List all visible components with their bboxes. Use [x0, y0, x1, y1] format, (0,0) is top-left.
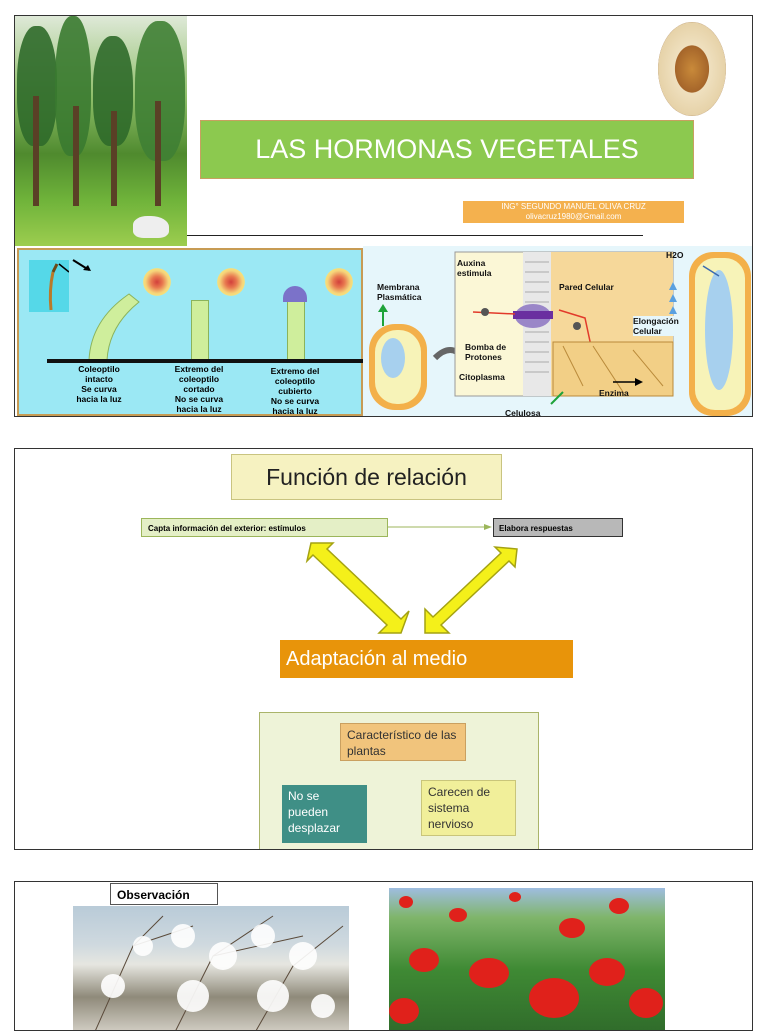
label-bomba-protones: Bomba de Protones	[465, 342, 507, 362]
slide-1: LAS HORMONAS VEGETALES ING° SEGUNDO MANU…	[14, 15, 753, 417]
label-pared-celular: Pared Celular	[559, 282, 614, 292]
ground-line	[47, 359, 367, 363]
sun-icon	[215, 266, 247, 298]
author-email: olivacruz1980@Gmail.com	[525, 212, 622, 221]
light-arrow-icon	[72, 259, 91, 271]
curved-coleoptile	[88, 293, 140, 361]
label-h2o: H2O	[666, 250, 684, 260]
author-name: ING° SEGUNDO MANUEL OLIVA CRUZ	[501, 202, 646, 211]
no-nervous-system-box: Carecen de sistema nervioso	[421, 780, 516, 836]
cannot-move-box: No se pueden desplazar	[282, 785, 367, 843]
label-intact: Coleoptilo intacto Se curva hacia la luz	[76, 364, 122, 404]
sun-icon	[323, 266, 355, 298]
response-box: Elabora respuestas	[493, 518, 623, 537]
covered-coleoptile	[287, 300, 305, 360]
slide-title: LAS HORMONAS VEGETALES	[200, 120, 694, 179]
label-elongacion: Elongación Celular	[633, 316, 679, 336]
flow-arrows	[305, 524, 518, 634]
cell-diagram-graphic	[369, 251, 751, 416]
cell-elongation-diagram: Membrana Plasmática Auxina estimula Pare…	[363, 246, 752, 417]
label-membrana: Membrana Plasmática	[377, 282, 422, 302]
university-seal-logo	[658, 22, 726, 116]
poppy-field-photo	[389, 888, 665, 1030]
slide-title: Función de relación	[231, 454, 502, 500]
characteristic-box: Característico de las plantas	[340, 723, 466, 761]
author-box: ING° SEGUNDO MANUEL OLIVA CRUZ olivacruz…	[463, 201, 684, 223]
label-celulosa: Celulosa	[505, 408, 541, 417]
label-citoplasma: Citoplasma	[459, 372, 505, 382]
coleoptile-experiment-figure: Coleoptilo intacto Se curva hacia la luz…	[17, 248, 367, 416]
flowering-tree-photo	[73, 906, 349, 1030]
cow	[133, 216, 169, 238]
observation-label: Observación	[110, 883, 218, 905]
sun-icon	[141, 266, 173, 298]
slide-3: Observación	[14, 881, 753, 1031]
label-cut: Extremo del coleoptilo cortado No se cur…	[174, 364, 224, 414]
bending-plant-icon	[48, 263, 70, 311]
adaptation-box: Adaptación al medio	[280, 640, 573, 678]
forest-photo	[15, 16, 187, 246]
cut-coleoptile	[191, 300, 209, 360]
divider-line	[187, 235, 643, 236]
label-auxina: Auxina estimula	[457, 258, 492, 278]
plant-inset	[29, 260, 70, 312]
stimulus-box: Capta información del exterior: estímulo…	[141, 518, 388, 537]
blossom-branches	[95, 915, 344, 1030]
label-enzima: Enzima	[599, 388, 629, 398]
label-covered: Extremo del coleoptilo cubierto No se cu…	[270, 366, 320, 416]
cap-cover	[283, 286, 307, 302]
plant-characteristics-panel: Característico de las plantas No se pued…	[259, 712, 539, 849]
slide-2: Función de relación Capta información de…	[14, 448, 753, 850]
